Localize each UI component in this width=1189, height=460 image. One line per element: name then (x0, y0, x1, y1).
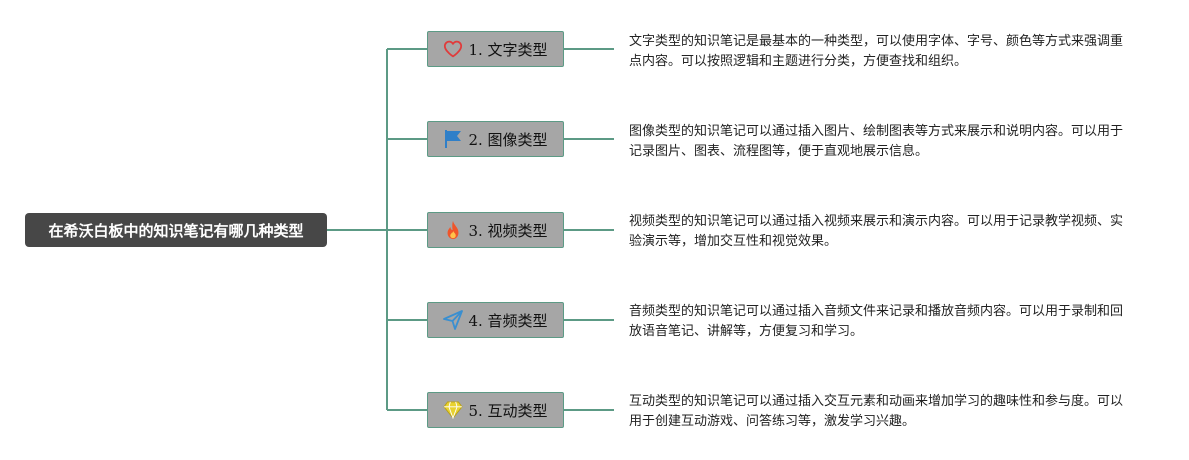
branch-label: 5. 互动类型 (468, 401, 548, 420)
branch-label: 1. 文字类型 (468, 40, 548, 59)
branch-image-type[interactable]: 2. 图像类型 (427, 121, 564, 157)
flag-icon (443, 129, 463, 149)
branch-audio-type[interactable]: 4. 音频类型 (427, 302, 564, 338)
fire-icon (443, 220, 463, 240)
branch-description-audio: 音频类型的知识笔记可以通过插入音频文件来记录和播放音频内容。可以用于录制和回放语… (629, 304, 1124, 339)
branch-text-type[interactable]: 1. 文字类型 (427, 31, 564, 67)
branch-label: 3. 视频类型 (468, 221, 548, 240)
branch-description-text: 文字类型的知识笔记是最基本的一种类型，可以使用字体、字号、颜色等方式来强调重点内… (629, 34, 1124, 69)
paper-plane-icon (443, 310, 464, 330)
branch-interactive-type[interactable]: 5. 互动类型 (427, 392, 564, 428)
diamond-icon (443, 400, 464, 420)
root-topic[interactable]: 在希沃白板中的知识笔记有哪几种类型 (25, 213, 327, 247)
heart-icon (443, 39, 463, 59)
branch-description-interactive: 互动类型的知识笔记可以通过插入交互元素和动画来增加学习的趣味性和参与度。可以用于… (629, 394, 1124, 429)
root-topic-label: 在希沃白板中的知识笔记有哪几种类型 (48, 221, 304, 240)
branch-description-video: 视频类型的知识笔记可以通过插入视频来展示和演示内容。可以用于记录教学视频、实验演… (629, 214, 1124, 249)
branch-label: 4. 音频类型 (468, 311, 548, 330)
branch-video-type[interactable]: 3. 视频类型 (427, 212, 564, 248)
branch-label: 2. 图像类型 (468, 130, 548, 149)
branch-description-image: 图像类型的知识笔记可以通过插入图片、绘制图表等方式来展示和说明内容。可以用于记录… (629, 124, 1124, 159)
